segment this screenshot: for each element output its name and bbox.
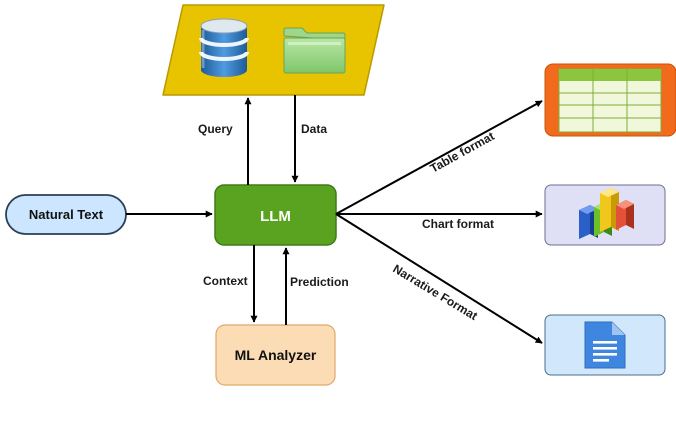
arrow-llm-to-table <box>335 100 543 215</box>
edges <box>126 95 543 344</box>
narrative-output-node <box>544 314 666 376</box>
chart-output-node <box>544 184 666 246</box>
ml-analyzer-node: ML Analyzer <box>215 324 336 386</box>
edge-label-context: Context <box>203 274 248 288</box>
edge-label-query: Query <box>198 122 233 136</box>
table-output-node <box>544 63 676 137</box>
storage-node <box>162 4 385 96</box>
llm-node: LLM <box>214 184 337 246</box>
edge-label-table-format: Table format <box>428 129 497 176</box>
natural-text-node: Natural Text <box>5 194 127 235</box>
document-icon <box>584 321 626 369</box>
arrow-llm-to-narrative <box>335 213 543 344</box>
folder-icon <box>283 27 346 74</box>
edge-label-prediction: Prediction <box>290 275 349 289</box>
table-icon <box>558 68 662 133</box>
ml-analyzer-label: ML Analyzer <box>235 347 317 363</box>
llm-label: LLM <box>260 208 291 225</box>
edge-label-narrative-format: Narrative Format <box>390 262 480 323</box>
bar-chart-icon <box>579 188 634 239</box>
database-icon <box>199 18 249 77</box>
edge-label-chart-format: Chart format <box>422 217 494 231</box>
edge-label-data: Data <box>301 122 327 136</box>
natural-text-label: Natural Text <box>29 207 104 222</box>
